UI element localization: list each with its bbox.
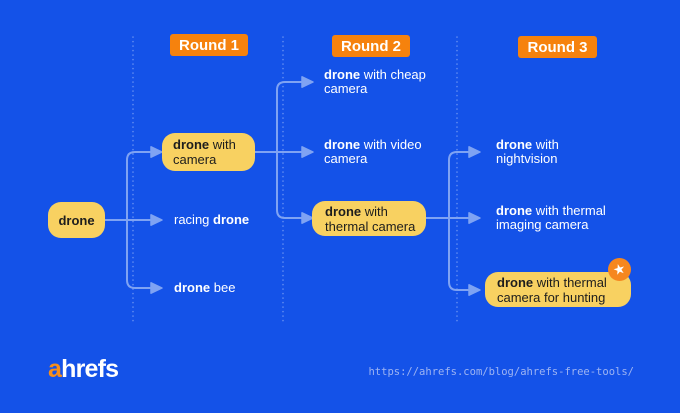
keyword-text-line2: camera	[173, 152, 217, 167]
node-drone: drone	[48, 202, 105, 238]
keyword-drone-with-video-camera: drone with video camera	[324, 138, 422, 166]
keyword-racing-drone: racing drone	[174, 213, 249, 227]
arrowhead-icon	[468, 284, 481, 296]
arrowhead-icon	[468, 146, 481, 158]
keyword-text: drone with cheap	[324, 67, 426, 82]
keyword-text: drone with thermal	[497, 274, 607, 290]
keyword-text: drone with	[496, 137, 559, 152]
keyword-text-line2: thermal camera	[325, 218, 416, 234]
logo-text: hrefs	[61, 355, 119, 383]
keyword-drone-with-thermal-imaging-camera: drone with thermal imaging camera	[496, 204, 606, 232]
keyword-drone-with-cheap-camera: drone with cheap camera	[324, 68, 426, 96]
arrowhead-icon	[150, 282, 163, 294]
keyword-text-line2: camera for hunting	[497, 289, 606, 305]
keyword-text: drone with video	[324, 137, 422, 152]
source-url: https://ahrefs.com/blog/ahrefs-free-tool…	[368, 366, 634, 378]
keyword-text: drone bee	[174, 280, 236, 295]
connector	[448, 217, 470, 291]
arrowhead-icon	[150, 146, 163, 158]
round-1-badge: Round 1	[170, 34, 248, 56]
connector	[276, 81, 303, 153]
connector	[126, 219, 151, 289]
arrowhead-icon	[150, 214, 163, 226]
arrowhead-icon	[301, 76, 314, 88]
keyword-drone-with-nightvision: drone with nightvision	[496, 138, 559, 166]
keyword-drone-bee: drone bee	[174, 281, 235, 295]
keyword-text-line2: nightvision	[496, 151, 558, 166]
keyword-text-line2: camera	[324, 151, 368, 166]
ahrefs-logo: ahrefs	[48, 355, 119, 384]
keyword-text-line2: imaging camera	[496, 217, 589, 232]
keyword-text: drone with thermal	[496, 203, 606, 218]
logo-letter-a: a	[48, 355, 62, 383]
keyword-text: drone	[58, 212, 95, 228]
keyword-text-line2: camera	[324, 81, 368, 96]
round-3-badge: Round 3	[518, 36, 597, 58]
node-drone-with-thermal-camera-for-hunting: drone with thermal camera for hunting	[485, 272, 631, 307]
connector	[276, 151, 303, 219]
arrowhead-icon	[468, 212, 481, 224]
star-icon: ★	[611, 259, 628, 279]
keyword-text: racing drone	[174, 212, 250, 227]
node-drone-with-thermal-camera: drone with thermal camera	[312, 201, 426, 236]
arrowhead-icon	[301, 146, 314, 158]
node-drone-with-camera: drone with camera	[162, 133, 255, 171]
connector	[448, 151, 470, 219]
connector	[126, 151, 151, 221]
arrowhead-icon	[301, 212, 314, 224]
round-2-badge: Round 2	[332, 35, 410, 57]
keyword-text: drone with	[173, 137, 236, 152]
keyword-text: drone with	[325, 203, 388, 219]
winner-star-badge: ★	[608, 258, 631, 281]
